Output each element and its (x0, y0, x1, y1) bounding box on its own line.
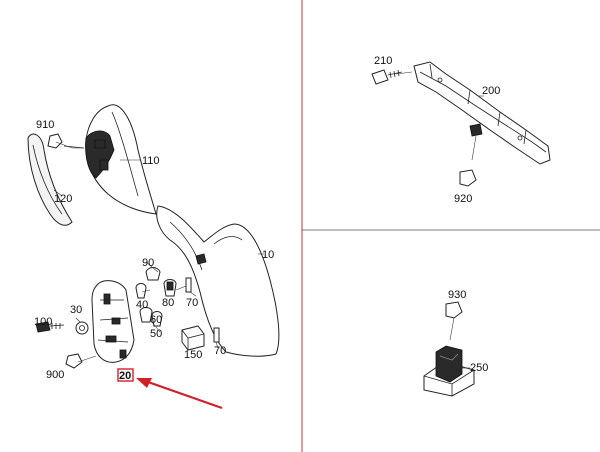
label-80: 80 (162, 297, 174, 309)
clip-920 (459, 169, 477, 187)
label-40: 40 (136, 299, 148, 311)
red-pointer-arrow-icon (136, 378, 223, 410)
label-10: 10 (262, 249, 274, 261)
cap-90 (145, 267, 161, 281)
label-60: 60 (150, 314, 162, 326)
mirror-glass-120 (27, 133, 73, 226)
bulb-40 (135, 283, 147, 299)
label-90: 90 (142, 257, 154, 269)
label-110: 110 (142, 155, 160, 167)
lamp-socket (435, 345, 463, 383)
label-120: 120 (54, 193, 72, 205)
label-900: 900 (46, 369, 64, 381)
label-930: 930 (448, 289, 466, 301)
label-200: 200 (482, 85, 500, 97)
screw-100 (35, 321, 51, 333)
highlight-box-20 (117, 368, 134, 382)
label-150: 150 (184, 349, 202, 361)
mirror-assembly-group (27, 104, 280, 369)
label-910: 910 (36, 119, 54, 131)
washer-30 (75, 321, 89, 335)
label-50: 50 (150, 328, 162, 340)
block-150 (181, 325, 205, 351)
label-70b: 70 (214, 345, 226, 357)
label-30: 30 (70, 304, 82, 316)
rail-assembly-group (371, 61, 551, 187)
label-20: 20 (119, 370, 131, 382)
pin-70a (185, 277, 192, 293)
clip-930 (445, 301, 463, 319)
clip-910 (47, 133, 63, 149)
screw-210 (371, 69, 389, 85)
label-250: 250 (470, 362, 488, 374)
rail-200 (413, 61, 551, 165)
label-210: 210 (374, 55, 392, 67)
label-920: 920 (454, 193, 472, 205)
cover-10 (156, 205, 280, 357)
lamp-assembly-group (423, 301, 475, 397)
label-70a: 70 (186, 297, 198, 309)
bulb-50 (151, 311, 163, 327)
clip-900 (65, 353, 83, 369)
pin-70b (213, 327, 220, 343)
label-100: 100 (34, 316, 52, 328)
bulb-60 (139, 307, 153, 323)
